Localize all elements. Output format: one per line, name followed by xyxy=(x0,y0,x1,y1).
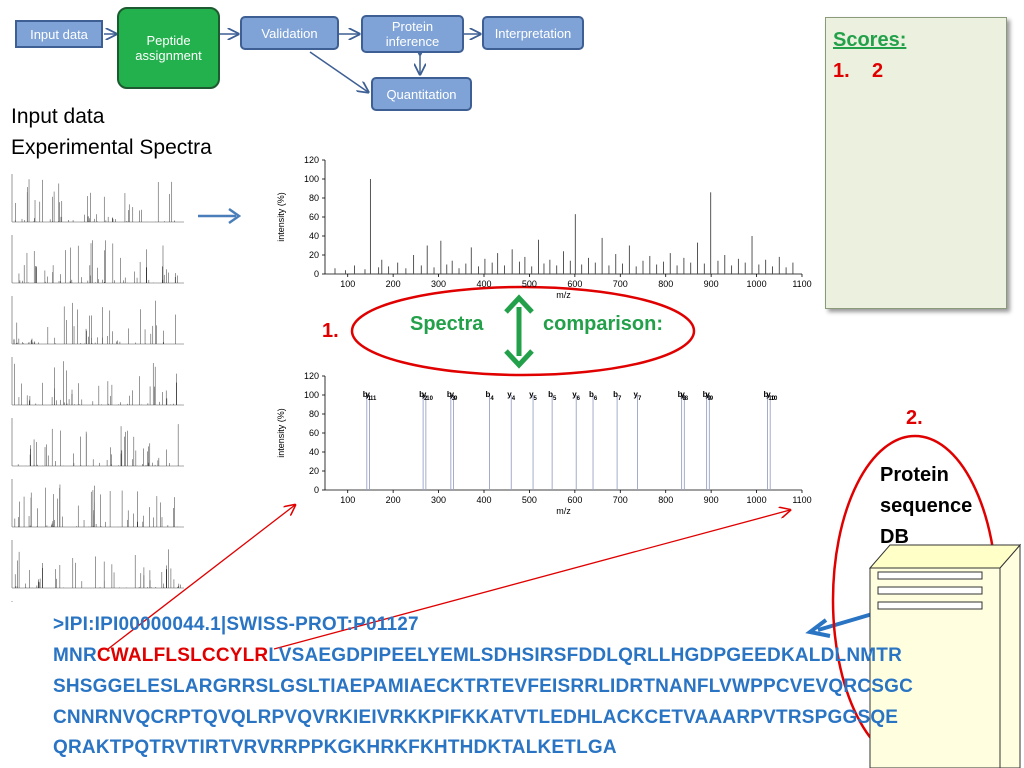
y-axis-label: intensity (%) xyxy=(276,192,286,242)
db-label: Protein sequence DB xyxy=(880,464,973,548)
x-tick-label: 400 xyxy=(476,495,491,505)
y-tick-label: 60 xyxy=(309,428,319,438)
x-tick-label: 300 xyxy=(431,495,446,505)
x-tick-label: 500 xyxy=(522,279,537,289)
sequence-line-4: QRAKTPQTRVTIRTVRVRRPPKGKHRKFKHTHDKTALKET… xyxy=(53,737,617,758)
fragment-label: b8 xyxy=(678,390,687,402)
theoretical-spectrum-chart: 0 20 40 60 80 100 120 100 200 300 400 500 600 700 800 9… xyxy=(276,371,812,516)
x-axis-label: m/z xyxy=(556,506,571,516)
flow-input-data: Input data xyxy=(15,20,103,48)
fragment-label: y6 xyxy=(572,390,580,402)
fragment-label: y8 xyxy=(680,390,688,402)
x-tick-label: 700 xyxy=(613,495,628,505)
x-tick-label: 100 xyxy=(340,279,355,289)
server-icon xyxy=(868,543,1022,768)
experimental-spectra-heading: Experimental Spectra xyxy=(11,136,212,159)
fragment-label: b4 xyxy=(485,390,494,402)
y-tick-label: 20 xyxy=(309,466,319,476)
y-tick-label: 0 xyxy=(314,269,319,279)
fragment-label: y7 xyxy=(634,390,642,402)
x-tick-label: 900 xyxy=(704,279,719,289)
flow-interpretation: Interpretation xyxy=(482,16,584,50)
fragment-label: y10 xyxy=(422,390,434,402)
y-tick-label: 80 xyxy=(309,409,319,419)
y-tick-label: 120 xyxy=(304,155,319,165)
fragment-label: y5 xyxy=(529,390,537,402)
fragment-label: b9 xyxy=(703,390,712,402)
x-tick-label: 500 xyxy=(522,495,537,505)
db-number: 2. xyxy=(906,407,923,429)
fragment-label: b6 xyxy=(589,390,598,402)
x-tick-label: 800 xyxy=(658,495,673,505)
y-tick-label: 100 xyxy=(304,174,319,184)
y-tick-label: 60 xyxy=(309,212,319,222)
comparison-ellipse xyxy=(350,285,696,377)
y-tick-label: 100 xyxy=(304,390,319,400)
sequence-header: >IPI:IPI00000044.1|SWISS-PROT:P01127 xyxy=(53,614,419,635)
comparison-arrow-up xyxy=(504,294,534,314)
sequence-line-2: SHSGGELESLARGRRSLGSLTIAEPAMIAECKTRTEVFEI… xyxy=(53,676,913,697)
fragment-label: b2 xyxy=(419,390,428,402)
x-tick-label: 600 xyxy=(567,279,582,289)
sequence-line-3: CNNRNVQCRPTQVQLRPVQVRKIEIVRKKPIFKKATVTLE… xyxy=(53,707,899,728)
peptide-highlight: CWALFLSLCCYLR xyxy=(96,645,269,666)
fragment-label: b1 xyxy=(363,390,372,402)
peptide-arrow-left xyxy=(107,505,295,650)
x-tick-label: 300 xyxy=(431,279,446,289)
peptide-arrow-right xyxy=(273,510,790,650)
comparison-spectra-label: Spectra xyxy=(410,313,484,335)
flow-validation: Validation xyxy=(240,16,339,50)
sequence-line-1: MNRCWALFLSLCCYLRLVSAEGDPIPEELYEMLSDHSIRS… xyxy=(53,645,903,666)
fragment-label: y10 xyxy=(766,390,778,402)
fragment-label: y9 xyxy=(450,390,458,402)
x-tick-label: 1100 xyxy=(792,279,811,289)
y-tick-label: 120 xyxy=(304,371,319,381)
comparison-number: 1. xyxy=(322,320,339,342)
x-tick-label: 200 xyxy=(386,495,401,505)
fragment-label: y4 xyxy=(507,390,515,402)
x-tick-label: 900 xyxy=(704,495,719,505)
fragment-label: b7 xyxy=(613,390,622,402)
y-tick-label: 0 xyxy=(314,485,319,495)
fragment-label: y11 xyxy=(366,390,377,402)
fragment-label: y9 xyxy=(705,390,713,402)
input-arrow-head xyxy=(228,207,242,225)
fragment-label: b3 xyxy=(447,390,456,402)
x-tick-label: 700 xyxy=(613,279,628,289)
flow-quantitation: Quantitation xyxy=(371,77,472,111)
x-tick-label: 1100 xyxy=(792,495,811,505)
scores-panel: Scores: 1. 2 xyxy=(825,17,1007,309)
y-tick-label: 40 xyxy=(309,447,319,457)
x-axis-label: m/z xyxy=(556,290,571,300)
comparison-arrow-down xyxy=(504,349,534,369)
y-tick-label: 20 xyxy=(309,250,319,260)
y-tick-label: 80 xyxy=(309,193,319,203)
x-tick-label: 100 xyxy=(340,495,355,505)
flow-protein-inference: Protein inference xyxy=(361,15,464,53)
x-tick-label: 400 xyxy=(476,279,491,289)
fragment-label: b5 xyxy=(548,390,557,402)
comparison-label: comparison: xyxy=(543,313,664,335)
x-tick-label: 200 xyxy=(386,279,401,289)
y-axis-label: intensity (%) xyxy=(276,408,286,458)
flow-arrow xyxy=(309,51,368,92)
x-tick-label: 800 xyxy=(658,279,673,289)
scores-item-number: 1. xyxy=(833,60,850,82)
db-arrow-head xyxy=(805,618,831,638)
scores-item-value: 2 xyxy=(872,60,884,82)
experimental-spectrum-chart: 0 20 40 60 80 100 120 100 200 300 400 500 600 700 800 9… xyxy=(276,155,812,300)
input-data-heading: Input data xyxy=(11,105,105,128)
experimental-spectra-thumbnails xyxy=(11,174,184,602)
scores-title: Scores: xyxy=(833,29,907,51)
y-tick-label: 40 xyxy=(309,231,319,241)
x-tick-label: 1000 xyxy=(747,495,767,505)
x-tick-label: 600 xyxy=(567,495,582,505)
flow-peptide-assignment: Peptide assignment xyxy=(117,7,220,89)
x-tick-label: 1000 xyxy=(747,279,767,289)
